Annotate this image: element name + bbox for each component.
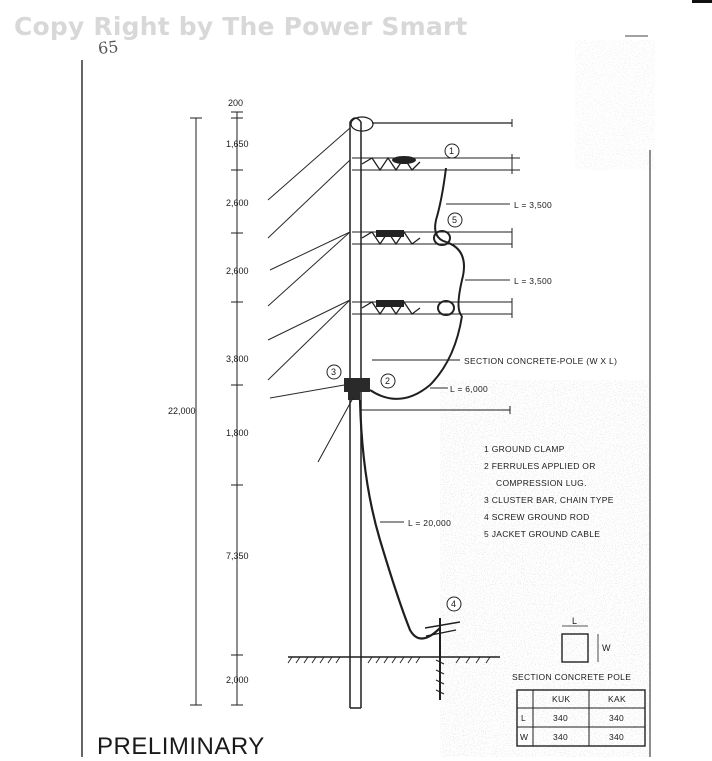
callout-1-text: 1 [449, 146, 454, 156]
cross-arm-lines [267, 127, 351, 399]
table-cell-r0c1: 340 [553, 713, 568, 723]
dim-3800: 3,800 [226, 354, 249, 364]
scan-shadow [575, 40, 655, 170]
dimension-line [190, 111, 243, 706]
callout-5-text: 5 [452, 215, 457, 225]
length-l1: L = 3,500 [514, 200, 552, 210]
dim-7350: 7,350 [226, 551, 249, 561]
watermark: Copy Right by The Power Smart [14, 12, 468, 41]
callout-4-text: 4 [451, 599, 456, 609]
section-detail-l: L [572, 616, 577, 626]
section-table: KUK KAK L 340 340 W 340 340 [516, 689, 646, 747]
ground-cable [358, 399, 441, 640]
length-l4: L = 20,000 [408, 518, 451, 528]
length-l2: L = 3,500 [514, 276, 552, 286]
ground-rod [424, 618, 461, 700]
callout-4: 4 [446, 596, 462, 612]
callout-2-text: 2 [385, 376, 390, 386]
callout-3-text: 3 [331, 367, 336, 377]
callout-2: 2 [380, 373, 396, 389]
callout-5: 5 [447, 212, 463, 228]
callout-3: 3 [326, 364, 342, 380]
ground-line [287, 656, 500, 664]
scan-noise [440, 380, 650, 757]
legend-item-4: 4 SCREW GROUND ROD [484, 512, 590, 522]
dim-2000: 2,000 [226, 675, 249, 685]
dim-1650: 1,650 [226, 139, 249, 149]
dim-total: 22,000 [168, 406, 196, 416]
table-header-1: KUK [552, 694, 570, 704]
section-label: SECTION CONCRETE-POLE (W X L) [464, 356, 617, 366]
preliminary-stamp: PRELIMINARY [97, 733, 265, 760]
jumper-cable-2 [445, 241, 465, 317]
table-cell-r0c0: L [521, 713, 526, 723]
section-table-title: SECTION CONCRETE POLE [512, 672, 631, 682]
insulator-3 [352, 298, 513, 318]
length-l3: L = 6,000 [450, 384, 488, 394]
table-cell-r1c0: W [520, 732, 528, 742]
dim-1800: 1,800 [226, 428, 249, 438]
legend-item-5: 5 JACKET GROUND CABLE [484, 529, 600, 539]
legend: 1 GROUND CLAMP 2 FERRULES APPLIED OR COM… [484, 444, 614, 539]
section-detail-w: W [602, 643, 611, 653]
table-cell-r1c2: 340 [609, 732, 624, 742]
legend-item-2: 2 FERRULES APPLIED OR [484, 461, 596, 471]
section-detail: L W [561, 616, 611, 663]
dim-2600-b: 2,600 [226, 266, 249, 276]
table-cell-r0c2: 340 [609, 713, 624, 723]
dim-top: 200 [228, 98, 243, 108]
legend-item-2b: COMPRESSION LUG. [496, 478, 587, 488]
corner-mark [692, 0, 712, 3]
legend-item-3: 3 CLUSTER BAR, CHAIN TYPE [484, 495, 614, 505]
table-cell-r1c1: 340 [553, 732, 568, 742]
callout-1: 1 [444, 143, 460, 159]
jumper-cable-3 [369, 315, 463, 400]
insulator-1 [352, 154, 520, 174]
insulator-2 [352, 228, 513, 248]
table-header-2: KAK [608, 694, 626, 704]
length-leaders [380, 203, 510, 523]
dim-2600-a: 2,600 [226, 198, 249, 208]
jumper-cable-1 [434, 167, 447, 243]
legend-item-1: 1 GROUND CLAMP [484, 444, 565, 454]
cluster-bar [317, 378, 511, 463]
